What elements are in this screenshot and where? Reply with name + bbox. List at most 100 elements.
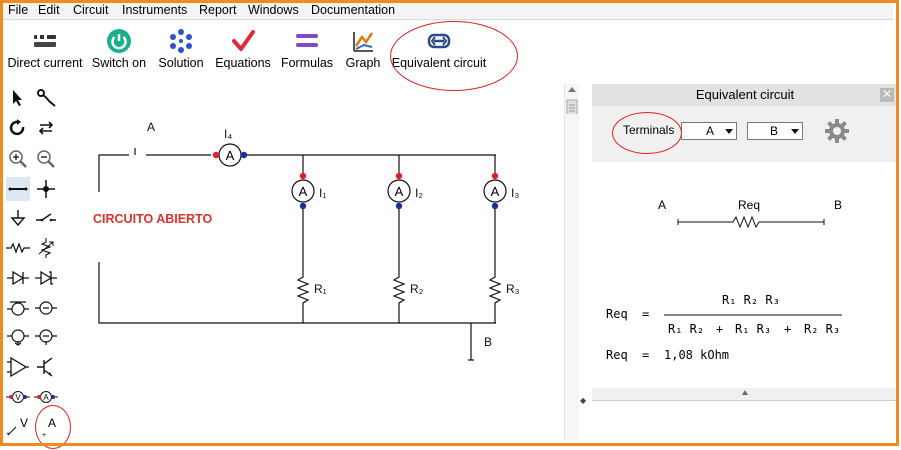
voltmeter-tool-icon[interactable]: V bbox=[6, 385, 30, 409]
ammeter-i2-symbol: A bbox=[395, 184, 404, 199]
svg-text:+: + bbox=[6, 431, 10, 437]
formulas-icon bbox=[279, 26, 335, 56]
dependent-source-icon[interactable] bbox=[6, 325, 30, 349]
formula-equals: = bbox=[642, 307, 650, 321]
menu-edit[interactable]: Edit bbox=[38, 3, 60, 17]
variable-resistor-icon[interactable] bbox=[34, 236, 58, 260]
graph-button[interactable]: Graph bbox=[341, 26, 385, 70]
zener-diode-icon[interactable] bbox=[34, 266, 58, 290]
close-icon[interactable]: ✕ bbox=[880, 87, 894, 102]
terminal-b-value: B bbox=[770, 124, 779, 138]
circuit-schematic: A A A A A B I₄ I₁ I₂ I₃ R₁ R₂ R₃ CIRCUIT… bbox=[93, 120, 520, 361]
direct-current-label: Direct current bbox=[7, 56, 83, 70]
diagram-a-label: A bbox=[658, 198, 666, 212]
zoom-in-icon[interactable] bbox=[6, 147, 30, 171]
result-equals: = bbox=[642, 348, 650, 362]
ammeter-i4-symbol: A bbox=[226, 148, 235, 163]
voltage-probe-tool[interactable]: + V bbox=[6, 414, 30, 438]
settings-gear-icon[interactable] bbox=[824, 118, 850, 144]
component-palette: V A + V A + bbox=[3, 84, 65, 440]
current-source-icon[interactable] bbox=[6, 296, 30, 320]
formula-numerator: R₁ R₂ R₃ bbox=[722, 293, 780, 307]
solution-button[interactable]: Solution bbox=[153, 26, 209, 70]
switch-icon[interactable] bbox=[34, 206, 58, 230]
wire-tool-icon[interactable] bbox=[34, 86, 58, 110]
graph-icon bbox=[341, 26, 385, 56]
switch-on-label: Switch on bbox=[91, 56, 147, 70]
power-icon bbox=[89, 26, 149, 56]
panel-header: Equivalent circuit ✕ bbox=[592, 84, 898, 106]
menu-bar: File Edit Circuit Instruments Report Win… bbox=[3, 2, 893, 20]
lower-panel bbox=[592, 400, 898, 441]
chevron-down-icon bbox=[791, 129, 799, 134]
node-junction-icon[interactable] bbox=[34, 177, 58, 201]
svg-text:V: V bbox=[15, 393, 21, 402]
diode-icon[interactable] bbox=[6, 266, 30, 290]
menu-report[interactable]: Report bbox=[199, 3, 237, 17]
formulas-button[interactable]: Formulas bbox=[279, 26, 335, 70]
terminal-a-dropdown[interactable]: A bbox=[681, 122, 737, 140]
flip-icon[interactable] bbox=[34, 116, 58, 140]
equations-label: Equations bbox=[215, 56, 271, 70]
circuit-canvas[interactable]: A A A A A B I₄ I₁ I₂ I₃ R₁ R₂ R₃ CIRCUIT… bbox=[66, 84, 564, 440]
equivalent-result-area: A Req B Req = R₁ R₂ R₃ R₁ R₂ + R₁ R₃ + R… bbox=[592, 162, 898, 388]
formula-plus-1: + bbox=[716, 322, 724, 336]
formula-req-label: Req bbox=[606, 307, 628, 321]
menu-instruments[interactable]: Instruments bbox=[122, 3, 188, 17]
highlight-circle-equivalent-circuit bbox=[390, 21, 518, 91]
menu-documentation[interactable]: Documentation bbox=[311, 3, 396, 17]
ammeter-tool-icon[interactable]: A bbox=[34, 385, 58, 409]
panel-title: Equivalent circuit bbox=[695, 87, 795, 102]
terminal-a-value: A bbox=[706, 124, 715, 138]
voltage-probe-label: V bbox=[20, 416, 29, 430]
battery-icon bbox=[5, 26, 85, 56]
op-amp-icon[interactable] bbox=[6, 355, 30, 379]
i2-label: I₂ bbox=[415, 186, 423, 200]
result-req-label: Req bbox=[606, 348, 628, 362]
equations-button[interactable]: Equations bbox=[215, 26, 271, 70]
wire-segment-icon[interactable] bbox=[6, 177, 30, 201]
diagram-b-label: B bbox=[834, 198, 842, 212]
formulas-label: Formulas bbox=[280, 56, 334, 70]
resistor-icon[interactable] bbox=[6, 236, 30, 260]
node-a-label: A bbox=[147, 120, 155, 134]
highlight-circle-terminals bbox=[612, 112, 682, 154]
ammeter-i1-symbol: A bbox=[299, 184, 308, 199]
splitter-handle[interactable] bbox=[592, 388, 898, 400]
result-value: 1,08 kOhm bbox=[664, 348, 730, 362]
formula-plus-2: + bbox=[784, 322, 792, 336]
ammeter-i3-symbol: A bbox=[491, 184, 500, 199]
ground-icon[interactable] bbox=[6, 206, 30, 230]
select-pointer-icon[interactable] bbox=[6, 86, 30, 110]
i3-label: I₃ bbox=[511, 186, 519, 200]
highlight-circle-ammeter-tool bbox=[35, 405, 71, 449]
solution-label: Solution bbox=[158, 56, 204, 70]
solution-icon bbox=[153, 26, 209, 56]
svg-text:A: A bbox=[43, 393, 49, 402]
i4-label: I₄ bbox=[224, 127, 232, 141]
open-circuit-label: CIRCUITO ABIERTO bbox=[93, 212, 212, 226]
menu-circuit[interactable]: Circuit bbox=[73, 3, 109, 17]
menu-windows[interactable]: Windows bbox=[248, 3, 299, 17]
voltage-source-icon[interactable] bbox=[34, 296, 58, 320]
r1-label: R₁ bbox=[314, 282, 327, 296]
formula-denominator-term2: R₁ R₃ bbox=[735, 322, 772, 336]
terminal-b-dropdown[interactable]: B bbox=[747, 122, 803, 140]
menu-file[interactable]: File bbox=[8, 3, 29, 17]
zoom-out-icon[interactable] bbox=[34, 147, 58, 171]
equivalent-diagram: A Req B bbox=[658, 198, 842, 316]
rotate-icon[interactable] bbox=[6, 116, 30, 140]
switch-on-button[interactable]: Switch on bbox=[89, 26, 149, 70]
formula-denominator-term1: R₁ R₂ bbox=[668, 322, 705, 336]
controlled-source-icon[interactable] bbox=[34, 325, 58, 349]
graph-label: Graph bbox=[345, 56, 381, 70]
i1-label: I₁ bbox=[319, 186, 326, 200]
canvas-vertical-scrollbar[interactable] bbox=[564, 84, 579, 440]
formula-denominator-term3: R₂ R₃ bbox=[804, 322, 841, 336]
direct-current-button[interactable]: Direct current bbox=[5, 26, 85, 70]
r3-label: R₃ bbox=[506, 282, 520, 296]
checkmark-icon bbox=[215, 26, 271, 56]
transistor-icon[interactable] bbox=[34, 355, 58, 379]
splitter-arrows-icon[interactable]: ◆ bbox=[580, 396, 587, 405]
equivalent-circuit-panel: Equivalent circuit ✕ Terminals A B A Req bbox=[592, 84, 898, 441]
